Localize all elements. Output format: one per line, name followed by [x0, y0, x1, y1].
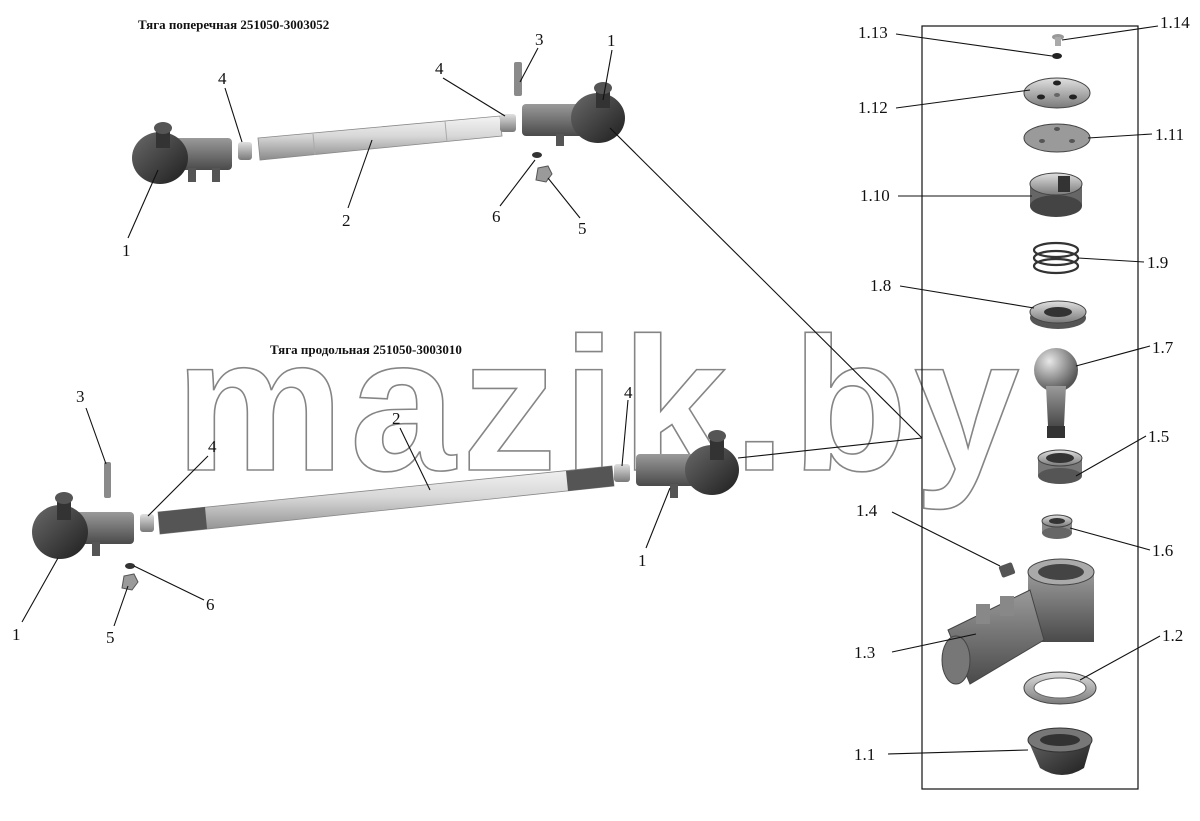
lower-label-bolt: 3: [76, 387, 85, 406]
label-1-11: 1.11: [1155, 125, 1184, 144]
exploded-parts: [941, 34, 1097, 775]
upper-bolt: [514, 62, 522, 96]
part-1-12: [1023, 77, 1091, 109]
title-longitudinal-rod: Тяга продольная 251050-3003010: [270, 342, 462, 357]
part-1-3: [941, 558, 1095, 685]
lower-cotter-pin: [125, 563, 135, 569]
upper-assembly: [132, 62, 625, 184]
upper-label-clamp-left: 4: [218, 69, 227, 88]
part-1-13: [1052, 53, 1062, 59]
part-1-7: [1034, 348, 1078, 438]
lower-label-clamp-left: 4: [208, 437, 217, 456]
label-1-5: 1.5: [1148, 427, 1169, 446]
exploded-view-frame: [921, 25, 1139, 790]
upper-label-end-right: 1: [607, 31, 616, 50]
part-1-11: [1023, 123, 1091, 153]
lower-left-rod-end: [32, 492, 134, 559]
label-1-14: 1.14: [1160, 13, 1190, 32]
upper-clamp-left: [238, 142, 252, 160]
lower-label-pin: 6: [206, 595, 215, 614]
lower-label-clamp-right: 4: [624, 383, 633, 402]
upper-label-nut: 5: [578, 219, 587, 238]
upper-end-detail-leader: [609, 127, 923, 439]
lower-nut: [121, 573, 139, 591]
exploded-callouts: 1.14 1.13 1.12 1.11 1.10 1.9 1.8 1.7 1.5…: [854, 13, 1190, 764]
upper-rod: [257, 115, 503, 161]
upper-label-end-left: 1: [122, 241, 131, 260]
lower-clamp-left: [140, 514, 154, 532]
label-1-6: 1.6: [1152, 541, 1173, 560]
upper-label-pin: 6: [492, 207, 501, 226]
part-1-5: [1037, 449, 1083, 484]
upper-right-rod-end: [522, 82, 625, 146]
lower-label-nut: 5: [106, 628, 115, 647]
label-1-4: 1.4: [856, 501, 878, 520]
upper-left-rod-end: [132, 122, 232, 184]
label-1-9: 1.9: [1147, 253, 1168, 272]
label-1-3: 1.3: [854, 643, 875, 662]
title-transverse-rod: Тяга поперечная 251050-3003052: [138, 17, 329, 32]
lower-clamp-right: [614, 464, 630, 482]
lower-callouts: 1 2 3 4 4 5 6 1: [12, 383, 671, 647]
part-1-8: [1029, 300, 1087, 329]
label-1-12: 1.12: [858, 98, 888, 117]
label-1-8: 1.8: [870, 276, 891, 295]
part-1-14: [1052, 34, 1064, 46]
upper-clamp-right: [500, 114, 516, 132]
upper-callouts: 1 2 3 4 4 5 6 1: [122, 30, 616, 260]
label-1-1: 1.1: [854, 745, 875, 764]
label-1-7: 1.7: [1152, 338, 1174, 357]
lower-label-end-right: 1: [638, 551, 647, 570]
upper-label-rod: 2: [342, 211, 351, 230]
part-1-1: [1027, 727, 1093, 775]
lower-rod: [157, 465, 615, 535]
upper-cotter-pin: [532, 152, 542, 158]
upper-label-clamp-right: 4: [435, 59, 444, 78]
part-1-9: [1032, 241, 1080, 275]
label-1-2: 1.2: [1162, 626, 1183, 645]
part-1-2: [1023, 671, 1097, 705]
lower-label-rod: 2: [392, 409, 401, 428]
lower-bolt: [104, 462, 111, 498]
lower-label-end-left: 1: [12, 625, 21, 644]
label-1-13: 1.13: [858, 23, 888, 42]
lower-right-rod-end: [636, 430, 739, 498]
part-1-4: [998, 562, 1016, 578]
label-1-10: 1.10: [860, 186, 890, 205]
lower-end-detail-leader: [737, 437, 923, 459]
part-1-6: [1041, 514, 1073, 539]
part-1-10: [1029, 172, 1083, 217]
upper-label-bolt: 3: [535, 30, 544, 49]
lower-assembly: [32, 430, 739, 591]
